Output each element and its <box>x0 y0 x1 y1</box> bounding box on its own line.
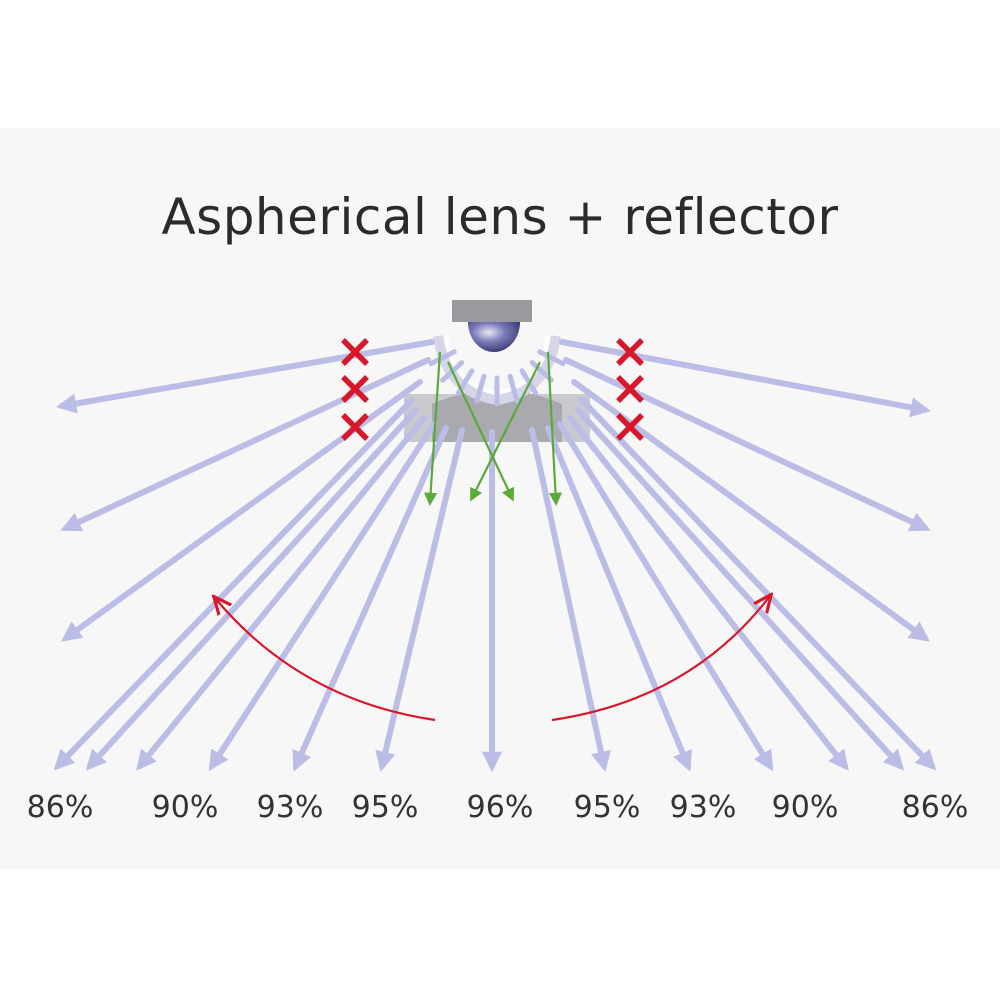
blocked-markers <box>341 338 644 441</box>
light-ray <box>85 407 419 771</box>
efficiency-label: 95% <box>574 790 641 825</box>
light-ray <box>557 421 774 772</box>
efficiency-label: 90% <box>772 790 839 825</box>
x-mark-icon <box>341 413 369 441</box>
light-ray <box>567 415 849 771</box>
reflected-ray <box>470 361 541 502</box>
reflector-ray <box>428 349 457 367</box>
reflected-ray <box>546 351 563 506</box>
reflector-ray <box>507 373 520 404</box>
x-mark-icon <box>341 375 369 403</box>
light-ray <box>375 427 465 772</box>
efficiency-label: 86% <box>27 790 94 825</box>
light-ray <box>60 357 431 532</box>
curved-arrow-icon <box>215 598 436 722</box>
diagram-title: Aspherical lens + reflector <box>161 188 839 246</box>
led-bulb-icon <box>452 300 532 352</box>
efficiency-label: 96% <box>467 790 534 825</box>
efficiency-label: 95% <box>352 790 419 825</box>
light-ray <box>53 397 415 771</box>
light-ray <box>559 339 932 418</box>
reflector-ray <box>537 349 566 367</box>
light-ray <box>545 425 692 772</box>
internal-reflections <box>424 351 563 506</box>
light-ray <box>579 397 937 771</box>
light-ray <box>529 427 611 772</box>
efficiency-label: 93% <box>257 790 324 825</box>
efficiency-label: 86% <box>902 790 969 825</box>
background-panel <box>0 128 1000 870</box>
x-mark-icon <box>616 413 644 441</box>
reflector-ray <box>529 360 554 383</box>
light-ray <box>55 339 435 414</box>
light-ray <box>208 421 437 772</box>
light-rays <box>53 339 937 773</box>
light-ray <box>136 415 427 771</box>
led-base <box>452 300 532 322</box>
light-ray <box>575 407 905 771</box>
x-mark-icon <box>341 338 369 366</box>
efficiency-label: 90% <box>152 790 219 825</box>
reflected-ray <box>424 351 442 506</box>
led-dome <box>468 322 520 352</box>
reflector-ray <box>474 373 487 404</box>
x-mark-icon <box>616 375 644 403</box>
light-ray <box>563 357 931 532</box>
curved-arrow-icon <box>551 596 770 722</box>
spread-arrows <box>215 596 770 722</box>
efficiency-label: 93% <box>670 790 737 825</box>
efficiency-labels: 86% 90% 93% 95% 96% 95% 93% 90% 86% <box>27 790 969 825</box>
light-ray <box>292 425 449 772</box>
x-mark-icon <box>616 338 644 366</box>
reflected-ray <box>447 361 515 502</box>
